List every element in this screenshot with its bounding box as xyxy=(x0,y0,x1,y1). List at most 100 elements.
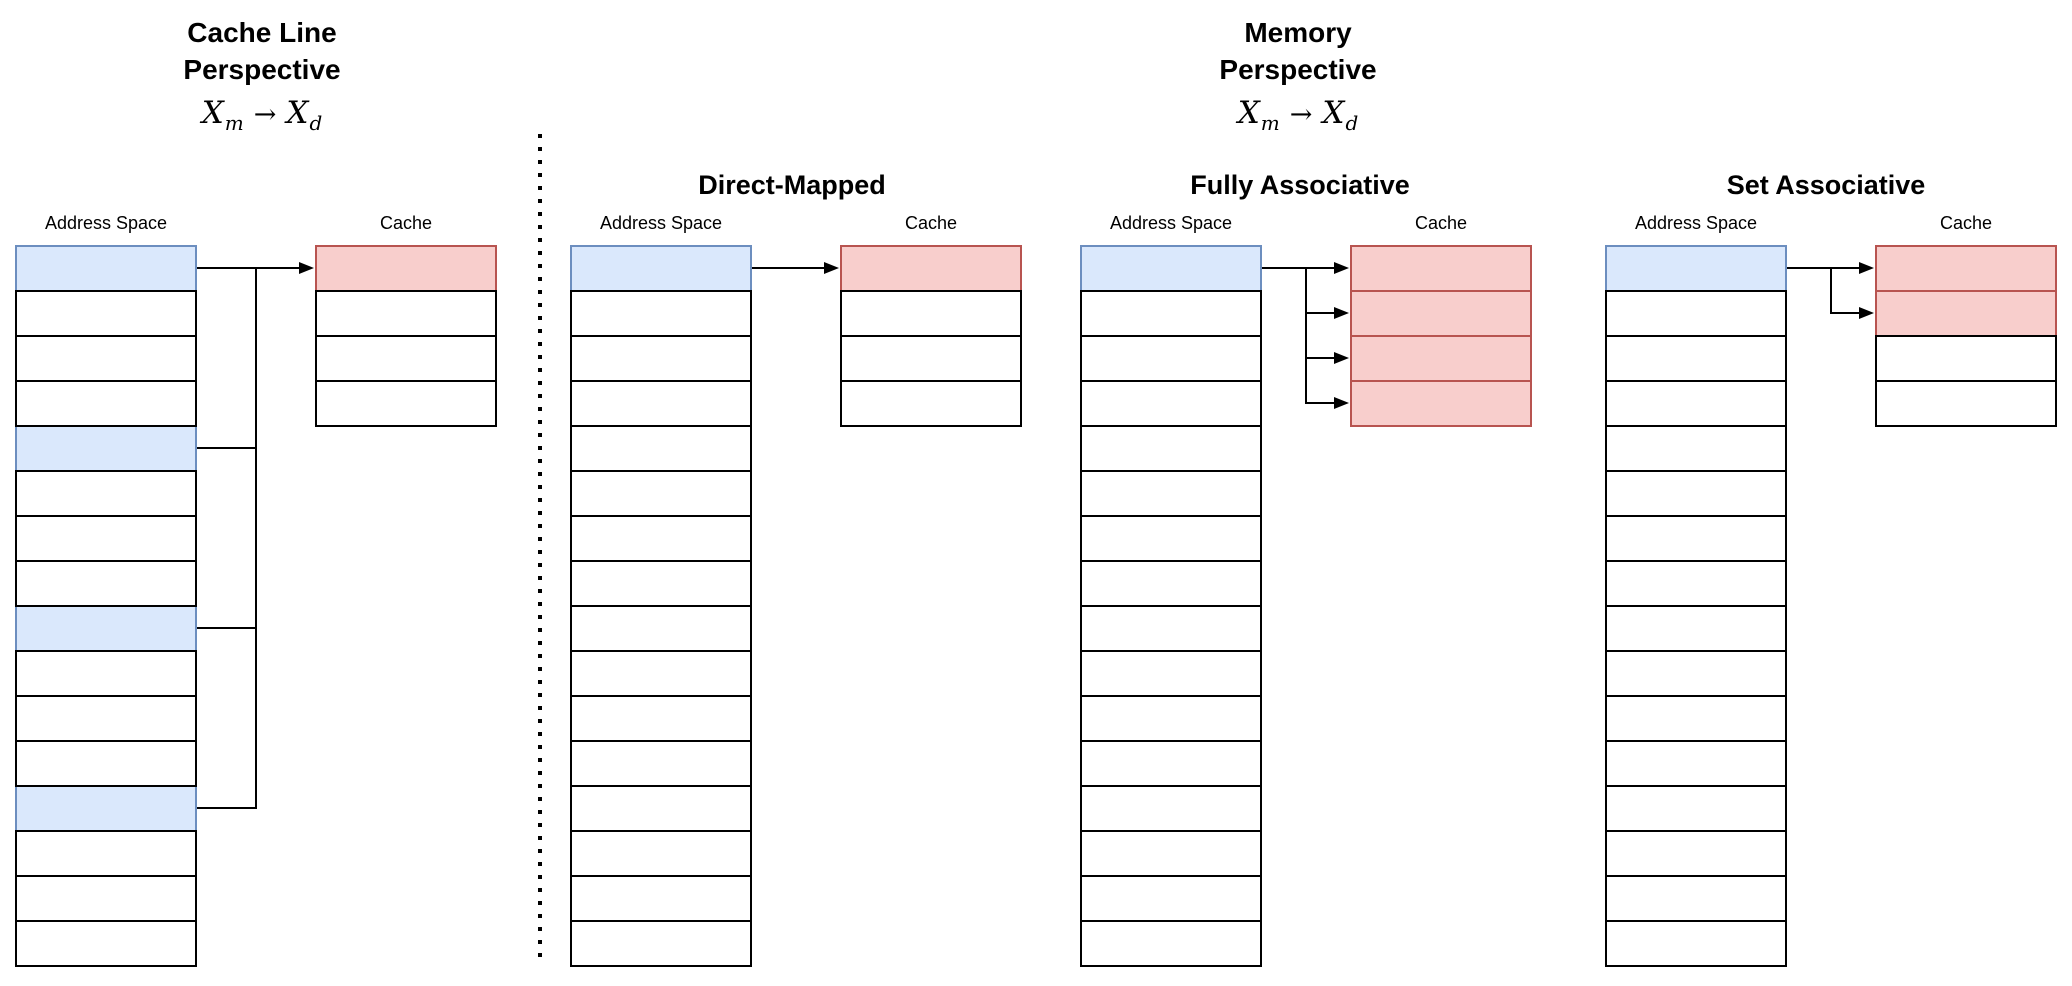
formula-from-subscript: m xyxy=(1260,111,1280,135)
set-associative-address-row-3 xyxy=(1605,380,1787,427)
cache-line-perspective-title-line2: Perspective xyxy=(183,54,341,85)
formula-to-subscript: d xyxy=(1345,111,1359,135)
cache-line-view-mapping-arrowhead xyxy=(299,261,314,274)
direct-mapped-cache-row-3 xyxy=(840,380,1022,427)
memory-perspective-header: Memory Perspective Xm → Xd xyxy=(1118,14,1478,144)
fully-associative-mapping-branch-row-1 xyxy=(1305,311,1337,314)
direct-mapped-address-row-14 xyxy=(570,875,752,922)
cache-line-view-address-row-0 xyxy=(15,245,197,292)
set-associative-address-row-6 xyxy=(1605,515,1787,562)
formula-from-var: X xyxy=(201,95,224,131)
set-associative-cache-row-0 xyxy=(1875,245,2057,292)
fully-associative-address-row-7 xyxy=(1080,560,1262,607)
set-associative-address-row-10 xyxy=(1605,695,1787,742)
direct-mapped-address-row-7 xyxy=(570,560,752,607)
cache-line-view-cache-row-1 xyxy=(315,290,497,337)
set-associative-mapping-arrowhead-1 xyxy=(1859,306,1874,319)
fully-associative-mapping-line xyxy=(1262,266,1307,269)
mapping-formula: Xm → Xd xyxy=(82,92,442,144)
direct-mapped-address-row-15 xyxy=(570,920,752,967)
set-associative-address-row-7 xyxy=(1605,560,1787,607)
fully-associative-address-row-15 xyxy=(1080,920,1262,967)
cache-line-view-address-row-8 xyxy=(15,605,197,652)
cache-line-view-mapping-branch-row-4 xyxy=(197,446,257,449)
direct-mapped-mapping-arrowhead xyxy=(824,261,839,274)
fully-associative-mapping-arrowhead-1 xyxy=(1334,306,1349,319)
set-associative-mapping-arrowhead-0 xyxy=(1859,261,1874,274)
formula-arrow: → xyxy=(1289,99,1313,130)
fully-associative-address-row-4 xyxy=(1080,425,1262,472)
fully-associative-address-row-5 xyxy=(1080,470,1262,517)
cache-line-view-address-row-11 xyxy=(15,740,197,787)
direct-mapped-address-row-4 xyxy=(570,425,752,472)
direct-mapped-address-row-6 xyxy=(570,515,752,562)
set-associative-cache-row-2 xyxy=(1875,335,2057,382)
cache-line-view-address-row-10 xyxy=(15,695,197,742)
fully-associative-mapping-trunk xyxy=(1305,266,1307,404)
set-associative-cache-row-3 xyxy=(1875,380,2057,427)
cache-line-view-address-row-12 xyxy=(15,785,197,832)
memory-perspective-title-line2: Perspective xyxy=(1219,54,1377,85)
direct-mapped-cache-row-2 xyxy=(840,335,1022,382)
set-associative-cache-row-1 xyxy=(1875,290,2057,337)
set-associative-address-row-11 xyxy=(1605,740,1787,787)
fully-associative-address-row-10 xyxy=(1080,695,1262,742)
cache-line-view-address-row-2 xyxy=(15,335,197,382)
set-associative-address-row-8 xyxy=(1605,605,1787,652)
cache-line-view-cache-row-3 xyxy=(315,380,497,427)
direct-mapped-address-row-8 xyxy=(570,605,752,652)
set-associative-mapping-line xyxy=(1787,266,1832,269)
cache-line-perspective-title-line1: Cache Line xyxy=(187,17,337,48)
memory-perspective-title-line1: Memory xyxy=(1244,17,1352,48)
direct-mapped-address-row-3 xyxy=(570,380,752,427)
formula-arrow: → xyxy=(253,99,277,130)
cache-line-view-mapping-trunk xyxy=(255,266,257,809)
cache-line-view-address-row-9 xyxy=(15,650,197,697)
fully-associative-address-row-12 xyxy=(1080,785,1262,832)
direct-mapped-address-row-5 xyxy=(570,470,752,517)
direct-mapped-address-row-1 xyxy=(570,290,752,337)
cache-line-view-mapping-branch-row-8 xyxy=(197,626,257,629)
set-associative-address-row-14 xyxy=(1605,875,1787,922)
cache-line-view-address-row-13 xyxy=(15,830,197,877)
perspective-divider xyxy=(538,134,542,965)
set-associative-address-row-13 xyxy=(1605,830,1787,877)
formula-to-var: X xyxy=(1322,95,1345,131)
fully-associative-mapping-branch-row-2 xyxy=(1305,356,1337,359)
fully-associative-address-space-label: Address Space xyxy=(1109,213,1233,233)
formula-to-var: X xyxy=(286,95,309,131)
set-associative-address-row-0 xyxy=(1605,245,1787,292)
fully-associative-address-row-0 xyxy=(1080,245,1262,292)
fully-associative-address-row-14 xyxy=(1080,875,1262,922)
formula-from-var: X xyxy=(1237,95,1260,131)
direct-mapped-address-space-label: Address Space xyxy=(599,213,723,233)
fully-associative-address-row-13 xyxy=(1080,830,1262,877)
fully-associative-mapping-arrowhead-3 xyxy=(1334,396,1349,409)
set-associative-mapping-trunk xyxy=(1830,266,1832,314)
cache-line-view-address-row-14 xyxy=(15,875,197,922)
set-associative-address-row-2 xyxy=(1605,335,1787,382)
fully-associative-title: Fully Associative xyxy=(1190,170,1410,200)
direct-mapped-address-row-2 xyxy=(570,335,752,382)
set-associative-cache-label: Cache xyxy=(1939,213,1993,233)
fully-associative-address-row-8 xyxy=(1080,605,1262,652)
set-associative-mapping-branch-row-0 xyxy=(1830,266,1862,269)
fully-associative-address-row-1 xyxy=(1080,290,1262,337)
fully-associative-cache-row-3 xyxy=(1350,380,1532,427)
direct-mapped-address-row-0 xyxy=(570,245,752,292)
fully-associative-address-row-11 xyxy=(1080,740,1262,787)
fully-associative-cache-label: Cache xyxy=(1414,213,1468,233)
cache-line-view-address-row-1 xyxy=(15,290,197,337)
direct-mapped-cache-row-0 xyxy=(840,245,1022,292)
formula-from-subscript: m xyxy=(224,111,244,135)
fully-associative-mapping-branch-row-3 xyxy=(1305,401,1337,404)
direct-mapped-cache-row-1 xyxy=(840,290,1022,337)
cache-line-view-address-row-3 xyxy=(15,380,197,427)
fully-associative-address-row-9 xyxy=(1080,650,1262,697)
set-associative-address-row-12 xyxy=(1605,785,1787,832)
formula-to-subscript: d xyxy=(309,111,323,135)
set-associative-title: Set Associative xyxy=(1726,170,1926,200)
fully-associative-cache-row-1 xyxy=(1350,290,1532,337)
set-associative-address-row-9 xyxy=(1605,650,1787,697)
